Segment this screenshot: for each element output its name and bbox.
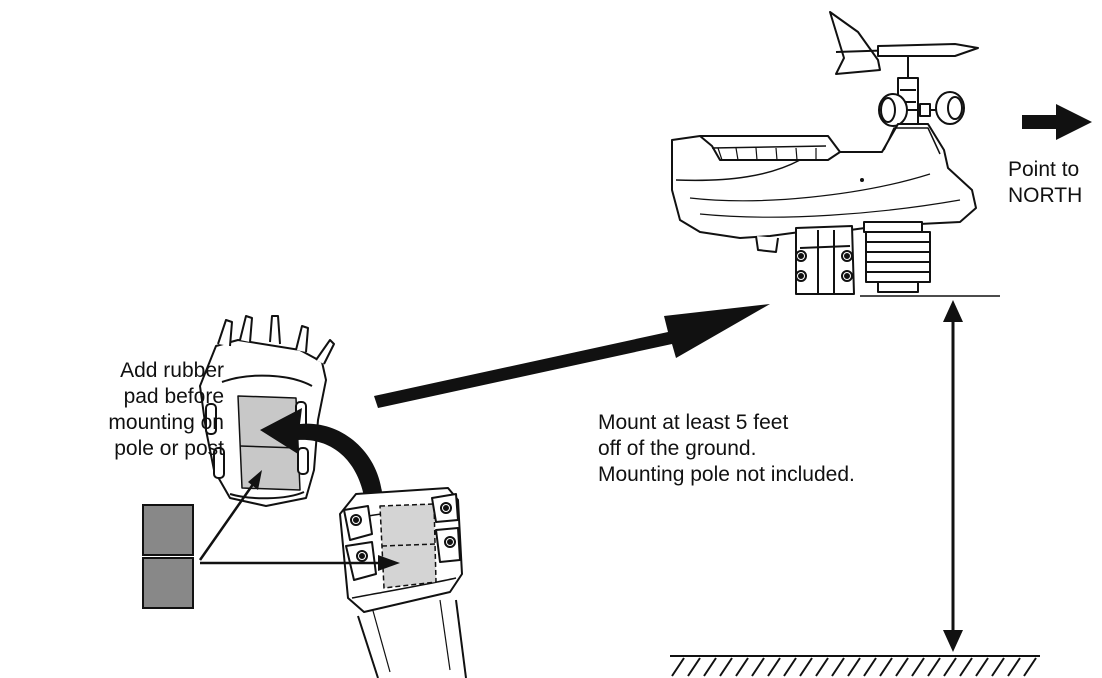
station-bracket	[795, 225, 855, 295]
height-indicator	[860, 295, 1000, 652]
rubber-pads	[142, 504, 194, 609]
mount-line-3: Mounting pole not included.	[598, 463, 855, 486]
mount-height-instruction: Mount at least 5 feet off of the ground.…	[598, 410, 855, 488]
mount-line-1: Mount at least 5 feet	[598, 411, 789, 434]
north-arrow	[1022, 104, 1092, 140]
weather-station	[671, 11, 979, 295]
rubber-pad-line-4: pole or post	[114, 437, 224, 460]
pole-clamp	[339, 487, 467, 678]
north-line-2: NORTH	[1008, 184, 1083, 207]
station-body	[671, 123, 977, 239]
install-arrow	[374, 304, 770, 408]
radiation-shield	[863, 221, 931, 293]
insert-pad-arrow	[260, 408, 382, 496]
rubber-pad-1	[142, 504, 194, 556]
rubber-pad-line-1: Add rubber	[120, 359, 224, 382]
wind-vane	[829, 11, 979, 82]
north-instruction: Point to NORTH	[1008, 157, 1082, 209]
rubber-pad-2	[142, 557, 194, 609]
mount-line-2: off of the ground.	[598, 437, 757, 460]
anemometer	[878, 91, 965, 127]
rubber-pad-instruction: Add rubber pad before mounting on pole o…	[94, 358, 224, 462]
pad-pointers	[198, 470, 400, 571]
rubber-pad-line-3: mounting on	[108, 411, 224, 434]
bracket-assembly	[199, 315, 335, 507]
north-line-1: Point to	[1008, 158, 1080, 181]
ground-line	[670, 655, 1040, 677]
rubber-pad-line-2: pad before	[123, 385, 224, 408]
